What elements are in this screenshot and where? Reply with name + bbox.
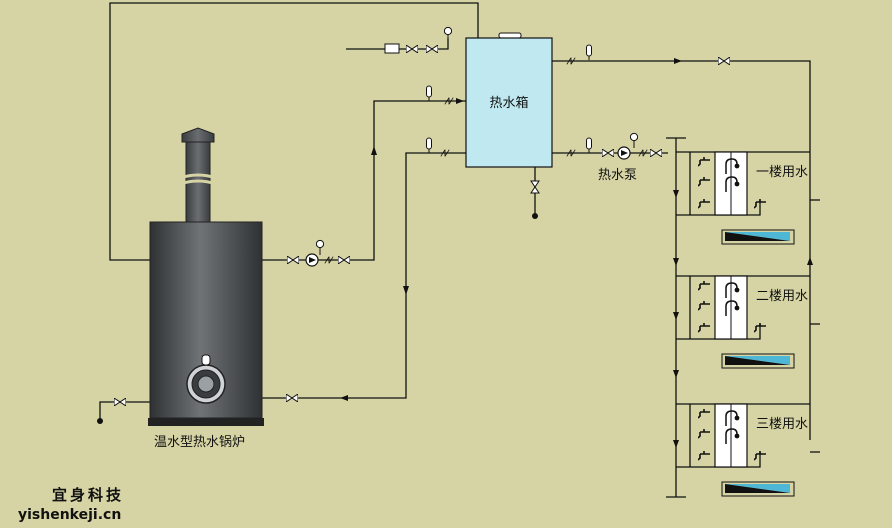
floor-3-label: 三楼用水 <box>756 417 808 432</box>
pump-label: 热水泵 <box>598 168 637 183</box>
thermometer-icon <box>586 44 592 60</box>
basin-drain <box>725 356 790 365</box>
watermark: 宜身科技 yishenkeji.cn <box>18 486 124 523</box>
tap-icon <box>698 450 711 461</box>
thermometer-icon <box>586 137 592 153</box>
gate-valve-icon <box>286 394 298 402</box>
gate-valve-icon <box>287 256 299 264</box>
basin-drain <box>725 232 790 241</box>
boiler-label: 温水型热水锅炉 <box>154 434 245 450</box>
brand-url: yishenkeji.cn <box>18 507 121 523</box>
drain-valve-icon <box>114 398 126 406</box>
thermometer-icon <box>426 137 432 153</box>
tap-icon <box>698 322 711 333</box>
tap-icon <box>698 280 711 291</box>
drain-valve-icon <box>530 180 540 194</box>
gate-valve-icon <box>426 45 438 53</box>
tap-icon <box>698 176 711 187</box>
brand-name: 宜身科技 <box>52 486 124 504</box>
floor-1-fixtures: 一楼用水 <box>676 151 820 245</box>
floor-2-fixtures: 二楼用水 <box>676 275 820 369</box>
flow-arrows <box>340 58 813 448</box>
tap-icon <box>698 428 711 439</box>
pressure-gauge-icon <box>444 26 452 42</box>
fittings <box>97 26 730 424</box>
gate-valve-icon <box>406 45 418 53</box>
boiler: 温水型热水锅炉 <box>148 127 264 450</box>
tank-label: 热水箱 <box>489 95 528 111</box>
gate-valve-icon <box>602 149 614 157</box>
thermometer-icon <box>426 85 432 101</box>
floor-1-label: 一楼用水 <box>756 165 808 180</box>
tap-icon <box>698 198 711 209</box>
flow-meter-icon <box>384 43 400 54</box>
gate-valve-icon <box>650 149 662 157</box>
gate-valve-icon <box>718 57 730 65</box>
floor-3-fixtures: 三楼用水 <box>676 403 820 497</box>
pressure-gauge-icon <box>630 132 638 148</box>
tap-icon <box>698 300 711 311</box>
hot-water-tank: 热水箱 <box>465 32 553 168</box>
basin-drain <box>725 484 790 493</box>
tap-icon <box>698 156 711 167</box>
gate-valve-icon <box>338 256 350 264</box>
tap-icon <box>698 408 711 419</box>
pressure-gauge-icon <box>316 239 324 255</box>
floor-2-label: 二楼用水 <box>756 289 808 304</box>
